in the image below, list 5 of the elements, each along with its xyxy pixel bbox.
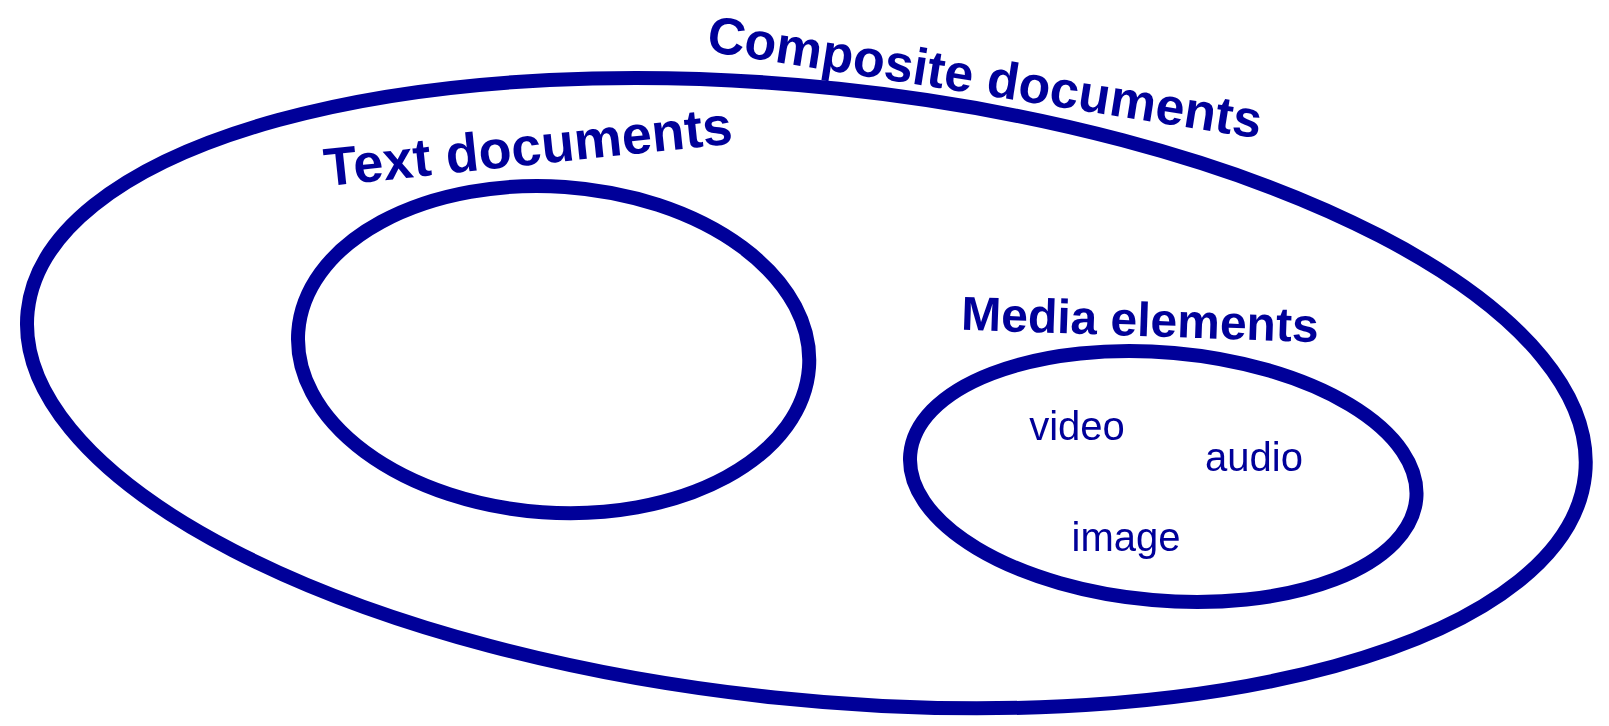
- set-label: Text documents: [321, 97, 735, 195]
- item-label: image: [1071, 517, 1181, 557]
- item-label: video: [1029, 406, 1125, 446]
- item-label: audio: [1205, 437, 1303, 477]
- set-label: Media elements: [960, 289, 1320, 351]
